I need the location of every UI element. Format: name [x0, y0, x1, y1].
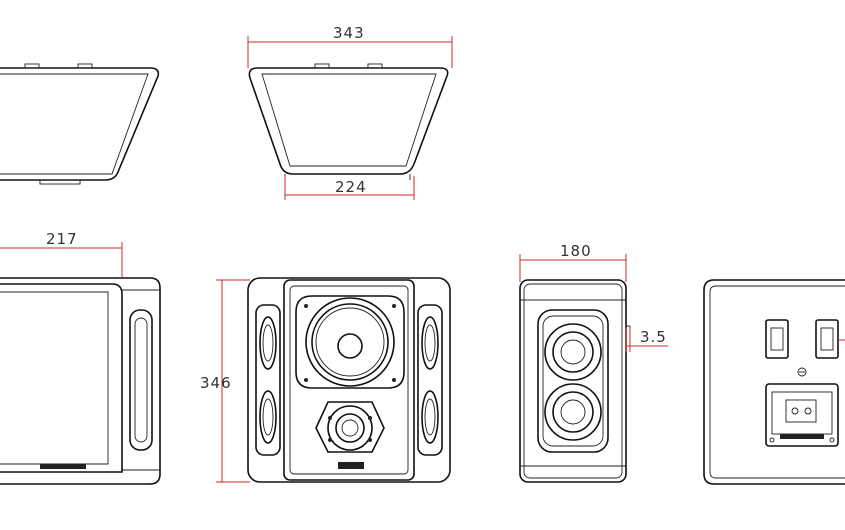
dimension-label-180: 180 [560, 242, 592, 260]
front-view [216, 277, 451, 483]
side-view-left-partial [0, 242, 161, 485]
woofer-icon [305, 297, 395, 387]
dimension-label-217: 217 [46, 230, 78, 248]
top-view [247, 36, 453, 200]
terminal-plate-icon [765, 383, 839, 447]
bracket-slot-icon [765, 319, 789, 359]
screw-icon [797, 367, 807, 377]
logo-badge [338, 462, 364, 469]
dimension-label-3-5: 3.5 [640, 328, 667, 346]
dimension-label-343: 343 [333, 24, 365, 42]
dimension-label-224: 224 [335, 178, 367, 196]
rear-view [703, 279, 845, 485]
side-view [519, 254, 668, 483]
side-woofer-icon [544, 323, 602, 381]
side-driver-icon [259, 316, 277, 370]
top-view-left-partial [0, 63, 160, 185]
tweeter-icon [315, 401, 385, 453]
dimension-label-346: 346 [200, 374, 232, 392]
